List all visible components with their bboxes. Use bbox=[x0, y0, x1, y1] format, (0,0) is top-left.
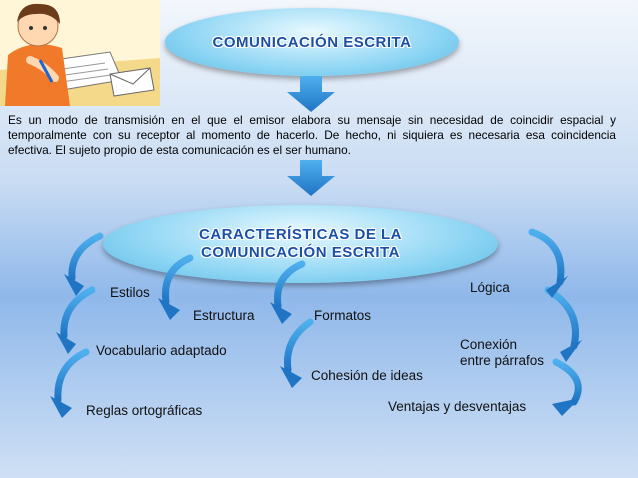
diagram-title: COMUNICACIÓN ESCRITA bbox=[212, 33, 412, 51]
curved-arrow-icon bbox=[552, 358, 582, 406]
description-paragraph: Es un modo de transmisión en el que el e… bbox=[8, 113, 616, 157]
curved-arrow-icon bbox=[552, 398, 580, 416]
curved-arrow-icon bbox=[274, 260, 306, 310]
item-cohesion-de-ideas: Cohesión de ideas bbox=[311, 368, 423, 383]
curved-arrow-icon bbox=[56, 332, 76, 354]
curved-arrow-icon bbox=[54, 348, 90, 404]
curved-arrow-icon bbox=[544, 286, 579, 350]
curved-arrow-icon bbox=[283, 318, 314, 374]
curved-arrow-icon bbox=[528, 228, 565, 286]
item-formatos: Formatos bbox=[314, 308, 372, 323]
curved-arrow-icon bbox=[50, 396, 72, 418]
curved-arrow-icon bbox=[158, 298, 180, 320]
down-arrow-icon bbox=[287, 160, 335, 196]
characteristics-ellipse: CARACTERÍSTICAS DE LA COMUNICACIÓN ESCRI… bbox=[103, 205, 498, 283]
item-estructura: Estructura bbox=[193, 308, 255, 323]
curved-arrow-icon bbox=[64, 274, 84, 296]
item-vocabulario-adaptado: Vocabulario adaptado bbox=[96, 343, 227, 358]
curved-arrow-icon bbox=[546, 276, 568, 298]
item-ventajas-y-desventajas: Ventajas y desventajas bbox=[388, 399, 527, 414]
curved-arrow-icon bbox=[270, 302, 292, 324]
curved-arrow-icon bbox=[280, 366, 302, 388]
item-estilos: Estilos bbox=[110, 285, 150, 300]
title-ellipse: COMUNICACIÓN ESCRITA bbox=[165, 8, 459, 76]
characteristics-title: CARACTERÍSTICAS DE LA COMUNICACIÓN ESCRI… bbox=[198, 226, 402, 261]
curved-arrow-icon bbox=[162, 254, 194, 306]
down-arrow-icon bbox=[287, 76, 335, 112]
child-writing-illustration bbox=[0, 0, 160, 106]
item-reglas-ortograficas: Reglas ortográficas bbox=[86, 403, 203, 418]
item-conexion-entre-parrafos: Conexión entre párrafos bbox=[460, 337, 544, 369]
item-logica: Lógica bbox=[470, 280, 510, 295]
curved-arrow-icon bbox=[68, 232, 104, 282]
curved-arrow-icon bbox=[60, 286, 96, 340]
curved-arrow-icon bbox=[560, 340, 582, 362]
item-conexion-line-1: Conexión bbox=[460, 337, 518, 352]
item-conexion-line-2: entre párrafos bbox=[460, 353, 545, 368]
